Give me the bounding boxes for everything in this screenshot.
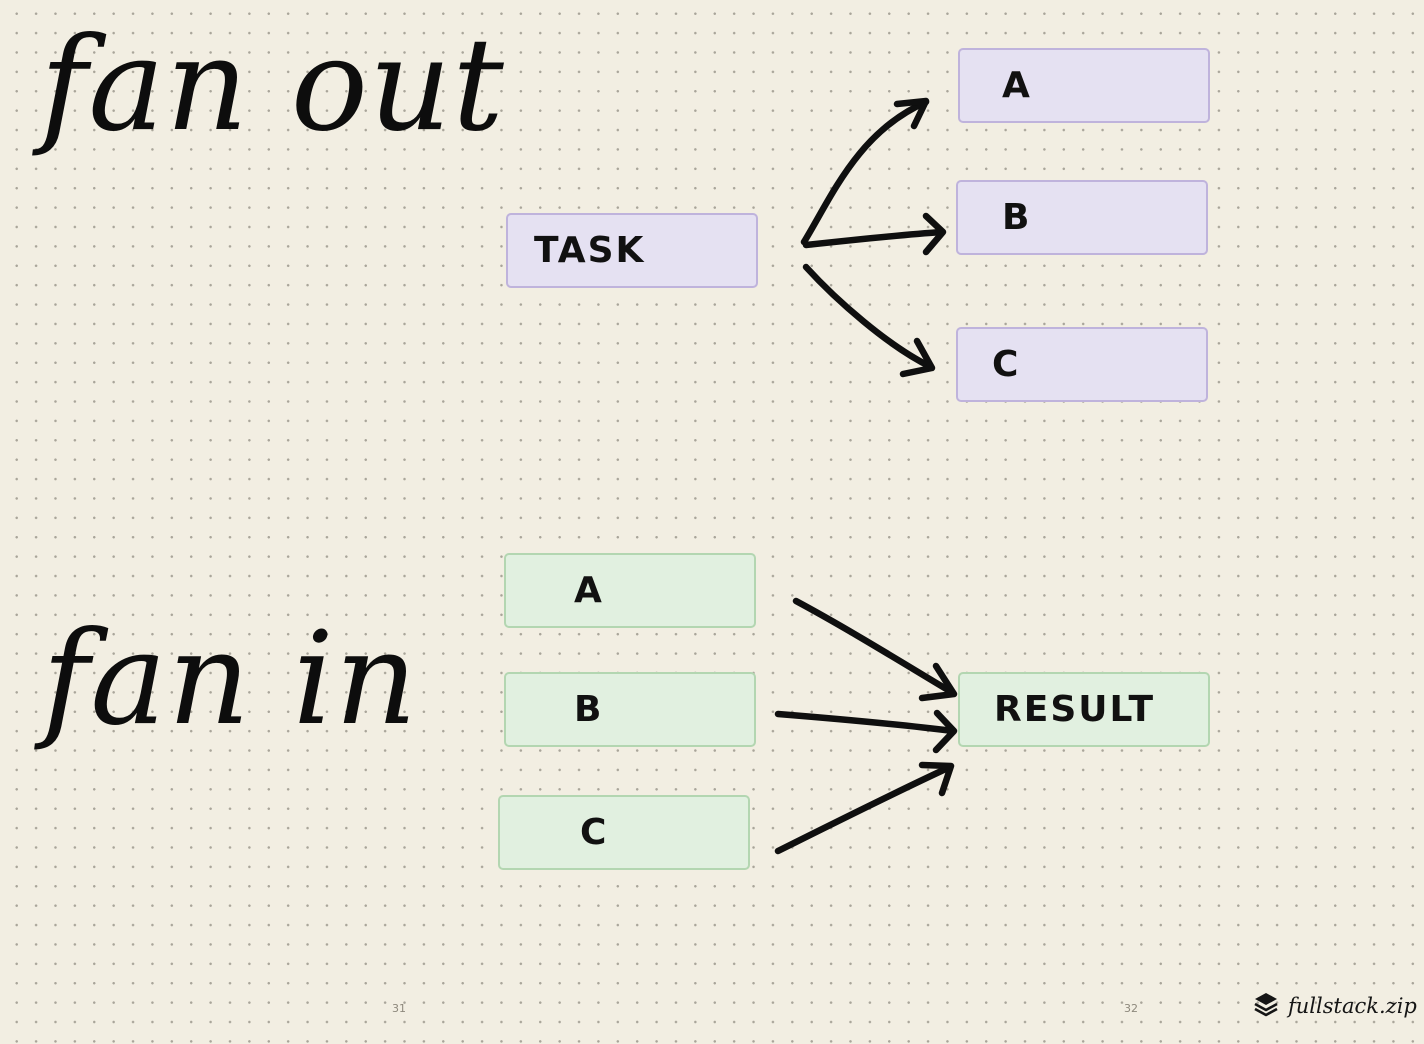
fan-in-source-a-label: A — [574, 570, 604, 611]
fan-in-arrows — [774, 597, 958, 855]
fan-out-task-box: TASK — [506, 213, 758, 288]
fan-out-target-c-box: C — [956, 327, 1208, 402]
page-number-right: 32 — [1124, 1002, 1138, 1015]
arrow-a-to-result — [792, 597, 957, 697]
arrowhead-task-to-b — [922, 212, 947, 256]
arrow-task-to-b — [802, 228, 946, 249]
fan-out-title: fan out — [40, 11, 505, 160]
fan-in-source-a-box: A — [504, 553, 756, 628]
fan-out-target-b-box: B — [956, 180, 1208, 255]
arrow-task-to-a — [800, 98, 930, 246]
arrow-task-to-c — [802, 263, 935, 371]
fan-out-target-a-box: A — [958, 48, 1210, 123]
fan-out-target-c-label: C — [992, 344, 1021, 385]
fan-out-task-label: TASK — [534, 230, 646, 271]
fan-in-result-box: RESULT — [958, 672, 1210, 747]
fan-out-arrows — [800, 97, 947, 378]
fan-in-source-b-label: B — [574, 689, 604, 730]
fan-out-target-b-label: B — [1002, 197, 1032, 238]
brand-logo: fullstack.zip — [1252, 990, 1417, 1022]
arrowhead-a-to-result — [918, 662, 958, 702]
arrow-b-to-result — [774, 710, 957, 735]
fan-out-target-a-label: A — [1002, 65, 1032, 106]
arrow-c-to-result — [774, 763, 954, 855]
brand-name: fullstack.zip — [1288, 994, 1417, 1018]
arrowhead-b-to-result — [932, 709, 958, 754]
fan-in-result-label: RESULT — [994, 689, 1156, 730]
arrowhead-c-to-result — [918, 761, 955, 797]
fan-in-title: fan in — [42, 605, 419, 754]
arrowhead-task-to-a — [893, 97, 930, 130]
arrowhead-task-to-c — [899, 337, 936, 378]
page-number-left: 31 — [392, 1002, 406, 1015]
fan-in-source-b-box: B — [504, 672, 756, 747]
fan-in-source-c-label: C — [580, 812, 609, 853]
stack-layers-icon — [1252, 990, 1280, 1022]
fan-in-source-c-box: C — [498, 795, 750, 870]
